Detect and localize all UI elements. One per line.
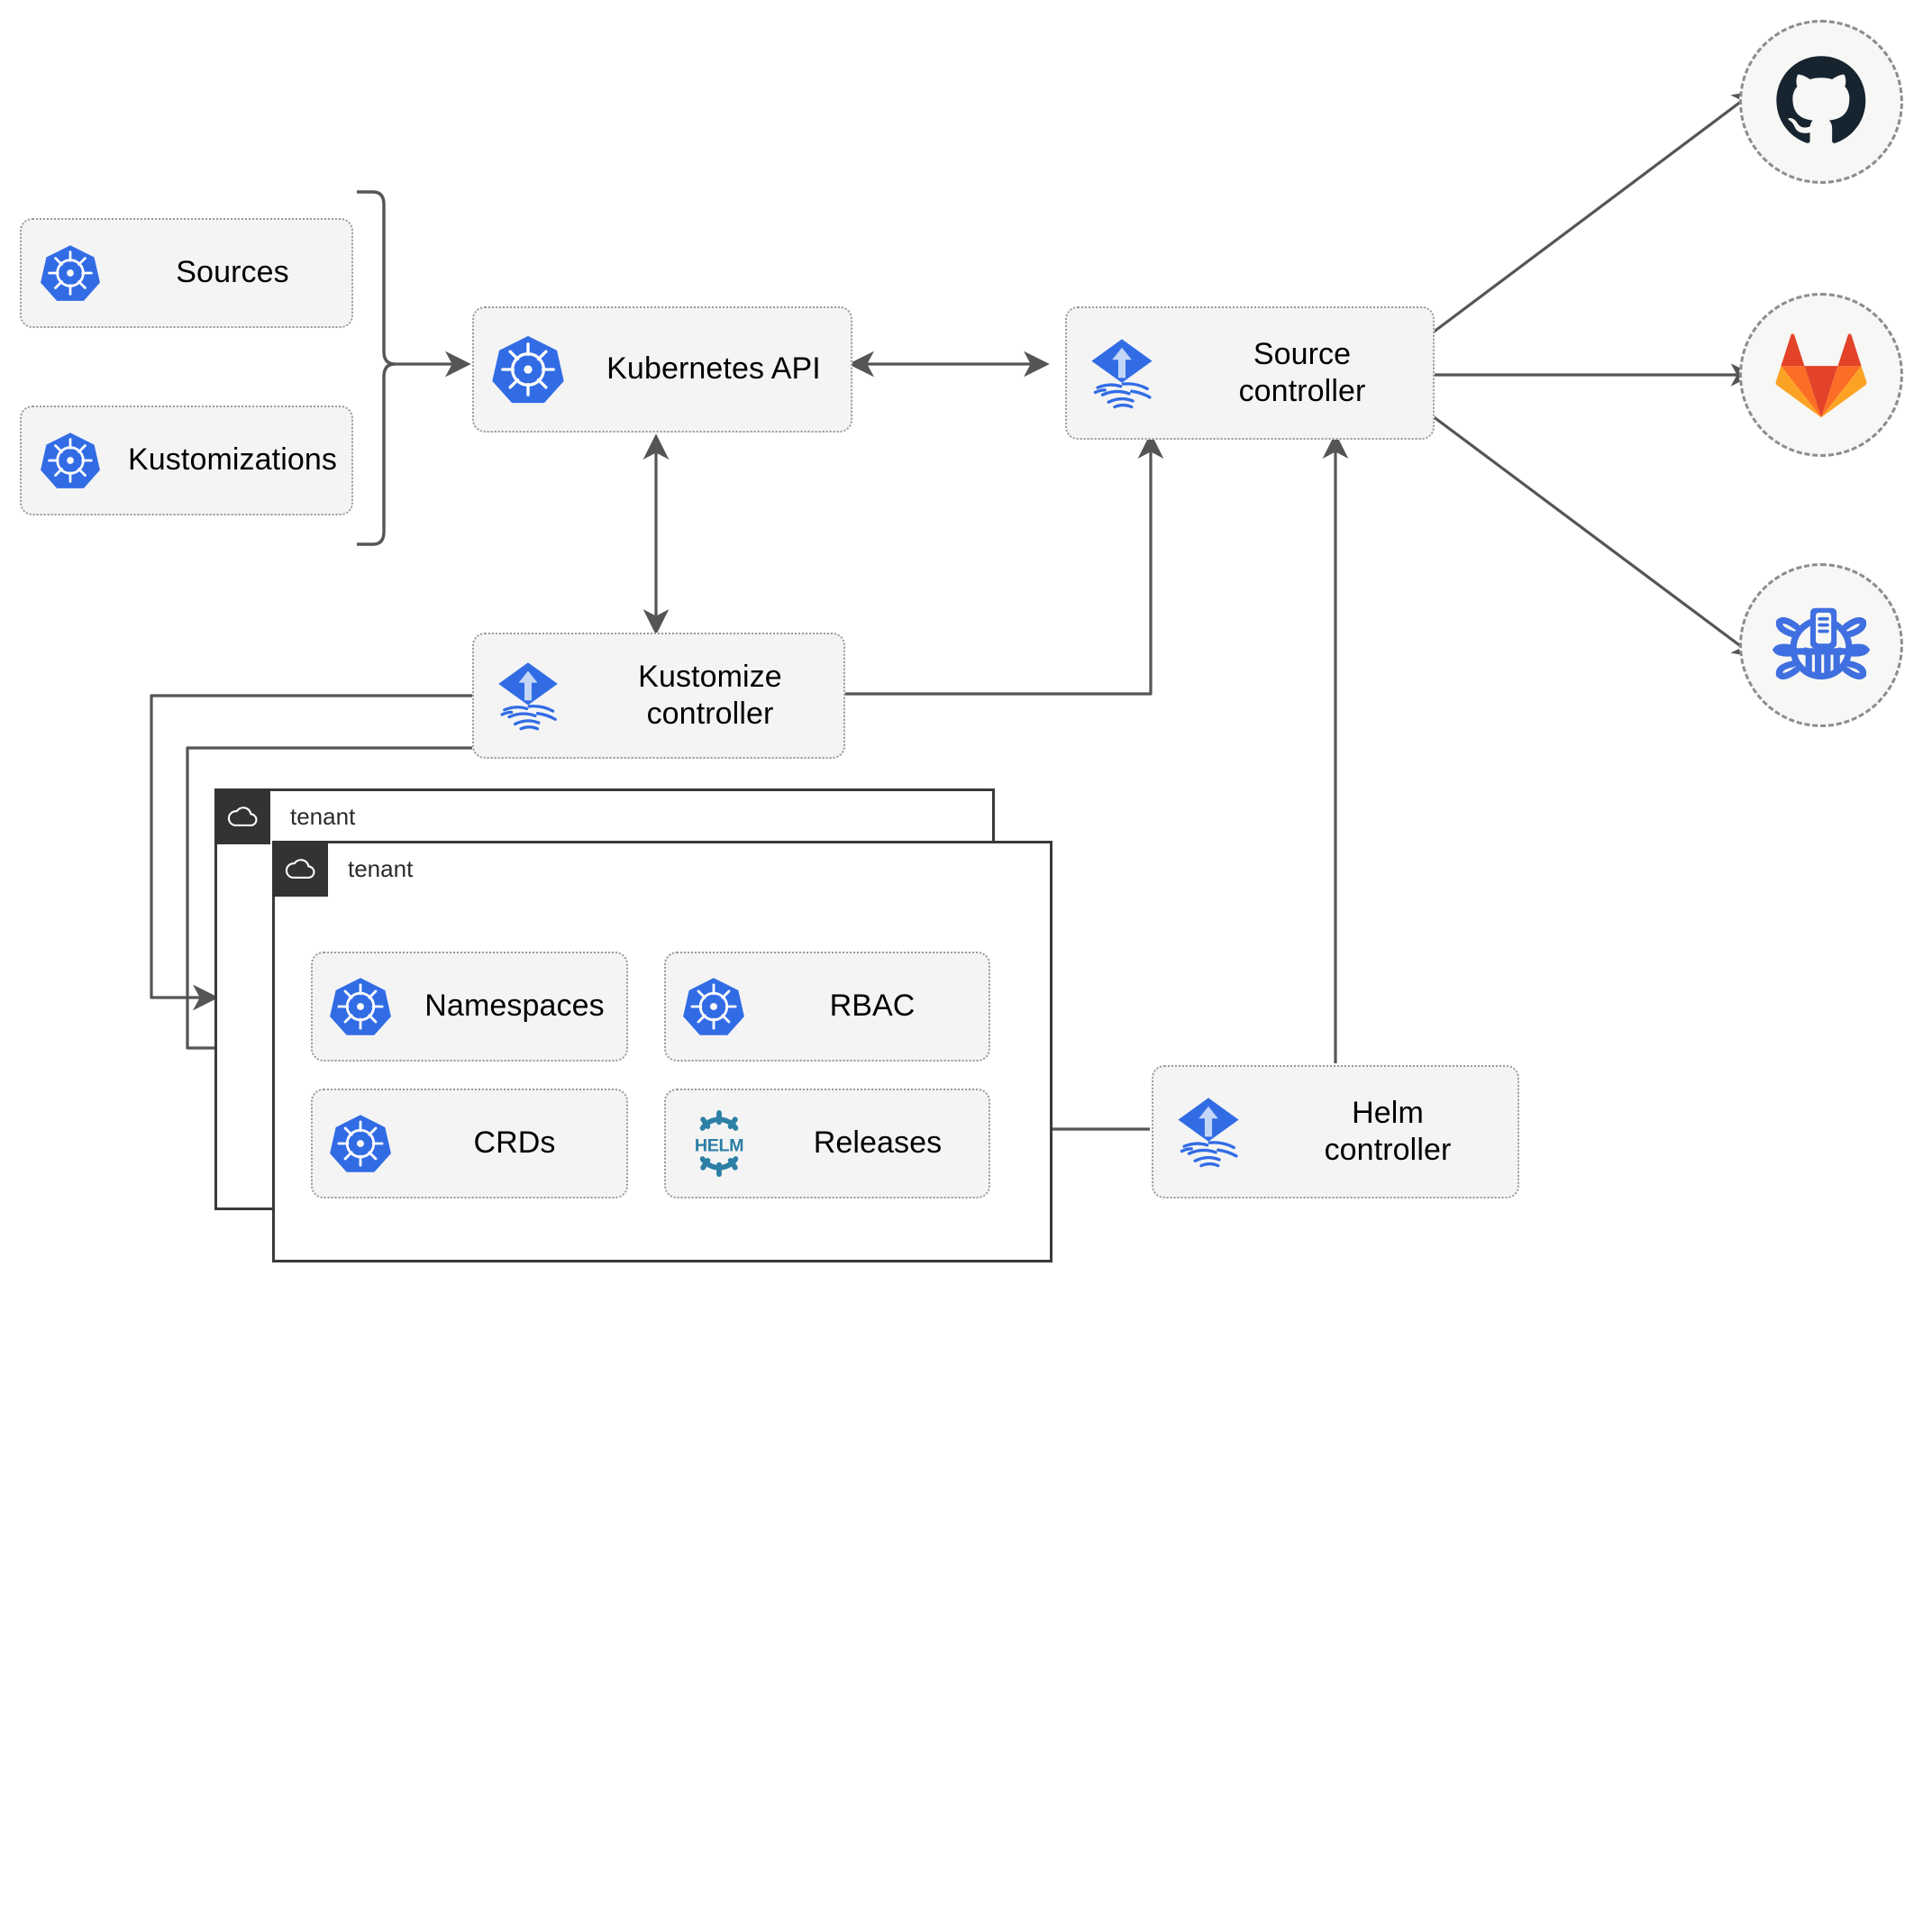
node-crds[interactable]: CRDs [311,1089,628,1198]
node-label: Source controller [1238,336,1366,408]
node-source-controller[interactable]: Source controller [1065,306,1435,440]
flux-icon [1067,334,1177,412]
tenant-outer-header: tenant [214,788,355,844]
kubernetes-icon [666,975,761,1038]
node-helm-controller[interactable]: Helm controller [1152,1065,1519,1198]
node-label: Kubernetes API [606,351,821,387]
kubernetes-icon [313,975,408,1038]
gitlab-icon [1775,333,1867,418]
node-sources[interactable]: Sources [20,218,353,328]
github-icon [1776,56,1866,143]
tenant-label: tenant [290,802,356,830]
svg-text:HELM: HELM [695,1136,743,1156]
node-kustomize-controller[interactable]: Kustomize controller [472,633,845,759]
tenant-label: tenant [348,854,414,882]
arrow-source-to-bucket [1432,415,1756,658]
kubernetes-icon [22,430,119,491]
kubernetes-icon [474,333,582,406]
node-kustomizations[interactable]: Kustomizations [20,406,353,515]
kubernetes-icon [313,1112,408,1175]
tenant-inner-header: tenant [272,841,413,897]
cloud-icon [272,841,328,897]
group-bracket [357,190,396,546]
helm-icon: HELM [666,1106,772,1181]
tenant-inner-container: tenant Namespaces [272,841,1053,1262]
arrow-kustomize-to-tenant-outer [150,694,472,1011]
flux-icon [474,658,582,734]
node-label: CRDs [473,1125,556,1161]
node-label: Helm controller [1324,1095,1452,1167]
arrow-kustomize-to-source [840,433,1164,696]
node-namespaces[interactable]: Namespaces [311,952,628,1062]
provider-bucket[interactable] [1739,563,1903,727]
node-kubernetes-api[interactable]: Kubernetes API [472,306,852,433]
node-releases[interactable]: HELM Releases [664,1089,990,1198]
node-label: RBAC [829,989,916,1024]
arrow-source-to-github [1432,90,1756,334]
node-label: Kustomize controller [638,659,782,731]
cloud-icon [214,788,270,844]
flux-icon [1153,1093,1263,1171]
bucket-icon [1772,607,1871,679]
provider-gitlab[interactable] [1739,293,1903,457]
node-label: Kustomizations [128,442,337,478]
node-label: Namespaces [424,989,605,1024]
provider-github[interactable] [1739,20,1903,184]
node-label: Releases [813,1125,943,1161]
node-label: Sources [176,255,289,290]
kubernetes-icon [22,242,119,304]
node-rbac[interactable]: RBAC [664,952,990,1062]
